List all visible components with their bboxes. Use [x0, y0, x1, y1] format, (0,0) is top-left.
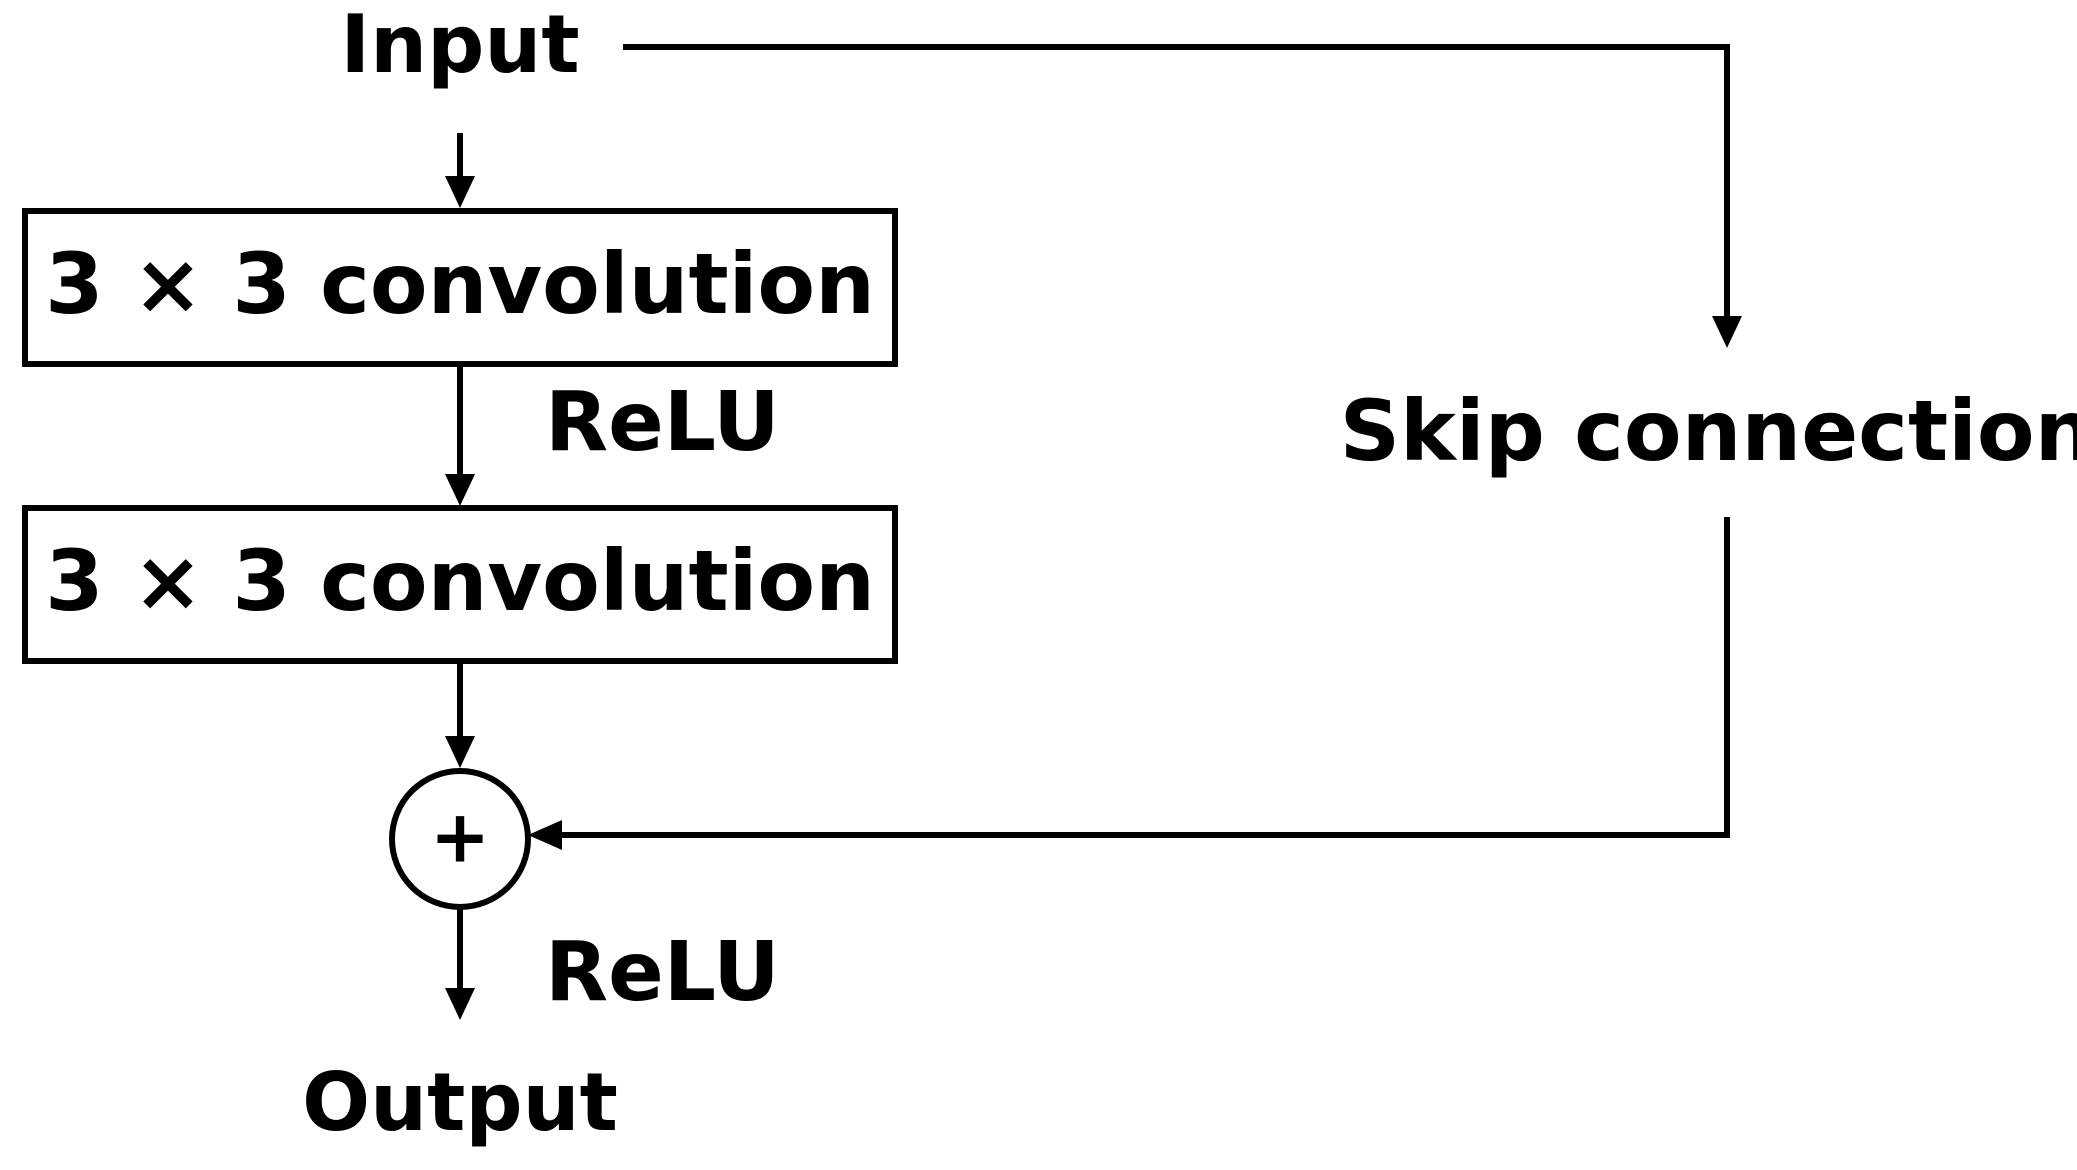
- conv1-label: 3 × 3 convolution: [45, 235, 875, 333]
- relu2-label: ReLU: [545, 925, 780, 1020]
- skip-path-top: [623, 44, 1730, 318]
- skip-path-bottom: [560, 517, 1730, 838]
- conv1-box: [22, 208, 898, 367]
- conv1-to-conv2-arrowhead: [445, 474, 475, 506]
- conv2-to-sum-arrowhead: [445, 736, 475, 768]
- input-label: Input: [340, 0, 579, 91]
- sum-symbol: +: [430, 795, 490, 879]
- relu1-label: ReLU: [545, 375, 780, 470]
- input-to-conv1-arrowhead: [445, 176, 475, 208]
- conv2-label: 3 × 3 convolution: [45, 532, 875, 630]
- skip-to-sum-arrowhead: [528, 820, 562, 850]
- output-label: Output: [302, 1056, 618, 1149]
- conv2-box: [22, 505, 898, 664]
- sum-to-output-arrowhead: [445, 988, 475, 1020]
- skip-connection-label: Skip connection: [1340, 382, 2077, 480]
- skip-path-arrowhead: [1712, 316, 1742, 348]
